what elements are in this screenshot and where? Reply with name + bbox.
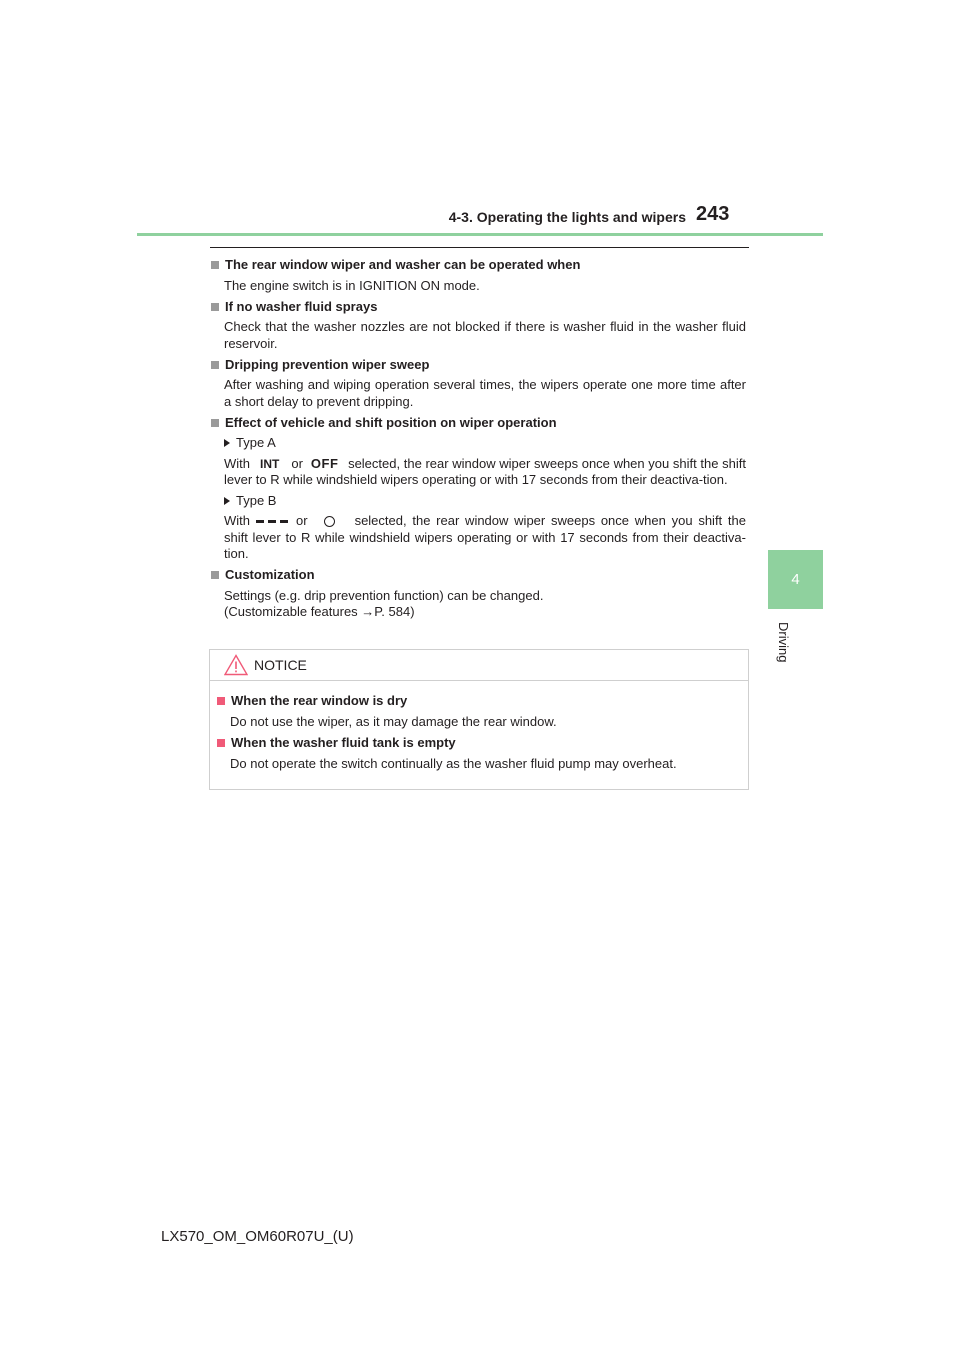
square-bullet-icon [211, 261, 219, 269]
type-a-label: Type A [224, 435, 746, 452]
off-symbol: OFF [310, 455, 339, 471]
document-code: LX570_OM_OM60R07U_(U) [161, 1228, 354, 1245]
section-divider [210, 247, 749, 248]
section-title: 4-3. Operating the lights and wipers [448, 209, 686, 225]
notice-title: NOTICE [254, 657, 307, 673]
notice-item-text: Do not use the wiper, as it may damage t… [230, 713, 557, 729]
cross-reference-link[interactable]: (Customizable features →P. 584) [224, 604, 415, 619]
chapter-tab[interactable]: 4 [768, 550, 823, 609]
notice-item-heading: When the washer fluid tank is empty [216, 735, 738, 752]
int-symbol: INT [260, 456, 280, 471]
section-text: Settings (e.g. drip prevention function)… [224, 587, 544, 603]
square-bullet-icon [217, 739, 225, 747]
chapter-number: 4 [791, 571, 800, 588]
section-text: The engine switch is in IGNITION ON mode… [224, 277, 480, 293]
triangle-bullet-icon [224, 496, 230, 505]
triangle-bullet-icon [224, 439, 230, 448]
circle-icon [323, 516, 335, 528]
section-heading: If no washer fluid sprays [210, 299, 746, 316]
page-number: 243 [696, 203, 730, 225]
type-b-label: Type B [224, 493, 746, 510]
notice-item-heading: When the rear window is dry [216, 693, 738, 710]
notice-box: NOTICE When the rear window is dry Do no… [209, 649, 749, 790]
section-heading: The rear window wiper and washer can be … [210, 257, 746, 274]
square-bullet-icon [217, 697, 225, 705]
square-bullet-icon [211, 302, 219, 311]
square-bullet-icon [211, 418, 219, 427]
square-bullet-icon [211, 360, 219, 369]
section-heading: Customization [210, 567, 746, 584]
section-heading: Effect of vehicle and shift position on … [210, 415, 746, 432]
dashed-line-icon [256, 519, 288, 523]
warning-triangle-icon [224, 654, 248, 676]
chapter-label: Driving [776, 622, 791, 663]
notice-item-text: Do not operate the switch continually as… [230, 755, 677, 771]
header-rule [137, 233, 823, 236]
main-content: The rear window wiper and washer can be … [210, 257, 746, 621]
section-text: After washing and wiping operation sever… [224, 377, 746, 409]
square-bullet-icon [211, 571, 219, 579]
section-text: Check that the washer nozzles are not bl… [224, 319, 746, 351]
notice-header: NOTICE [210, 650, 748, 681]
section-heading: Dripping prevention wiper sweep [210, 357, 746, 374]
notice-body: When the rear window is dry Do not use t… [210, 681, 748, 772]
